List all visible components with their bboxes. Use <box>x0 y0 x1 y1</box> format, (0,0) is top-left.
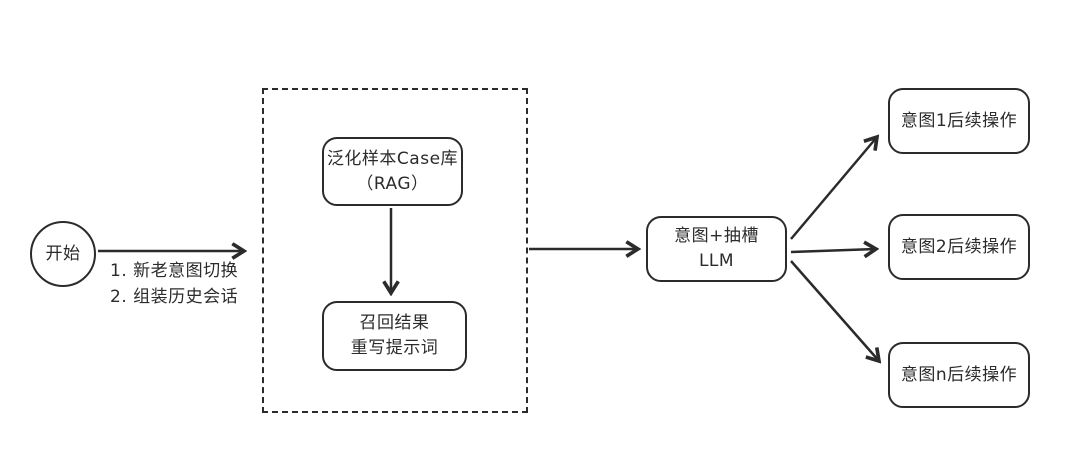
recall-rewrite-node: 召回结果 重写提示词 <box>322 301 467 371</box>
intent2-label: 意图2后续操作 <box>900 236 1018 257</box>
start-node: 开始 <box>30 221 96 287</box>
llm-node-line1: 意图+抽槽 <box>674 226 759 247</box>
case-library-node: 泛化样本Case库 （RAG） <box>322 137 463 206</box>
case-library-line2: （RAG） <box>356 173 429 194</box>
intentn-label: 意图n后续操作 <box>900 364 1018 385</box>
intent2-node: 意图2后续操作 <box>888 214 1030 280</box>
rag-group-container <box>262 88 528 413</box>
case-library-line1: 泛化样本Case库 <box>326 148 459 169</box>
arrow-llm-to-intent1 <box>790 137 877 240</box>
arrow-llm-to-intent3 <box>790 260 879 361</box>
arrow-annotation: 1. 新老意图切换 2. 组装历史会话 <box>110 258 238 310</box>
llm-node-line2: LLM <box>698 251 735 271</box>
llm-node: 意图+抽槽 LLM <box>646 216 787 282</box>
recall-rewrite-line2: 重写提示词 <box>350 338 439 358</box>
intent1-label: 意图1后续操作 <box>900 110 1018 131</box>
intent1-node: 意图1后续操作 <box>888 88 1030 154</box>
start-node-label: 开始 <box>45 243 81 264</box>
arrow-annotation-line1: 1. 新老意图切换 <box>110 261 239 281</box>
recall-rewrite-line1: 召回结果 <box>359 313 430 334</box>
arrow-annotation-line2: 2. 组装历史会话 <box>110 287 239 307</box>
intentn-node: 意图n后续操作 <box>888 342 1030 408</box>
arrow-llm-to-intent2 <box>790 249 876 252</box>
